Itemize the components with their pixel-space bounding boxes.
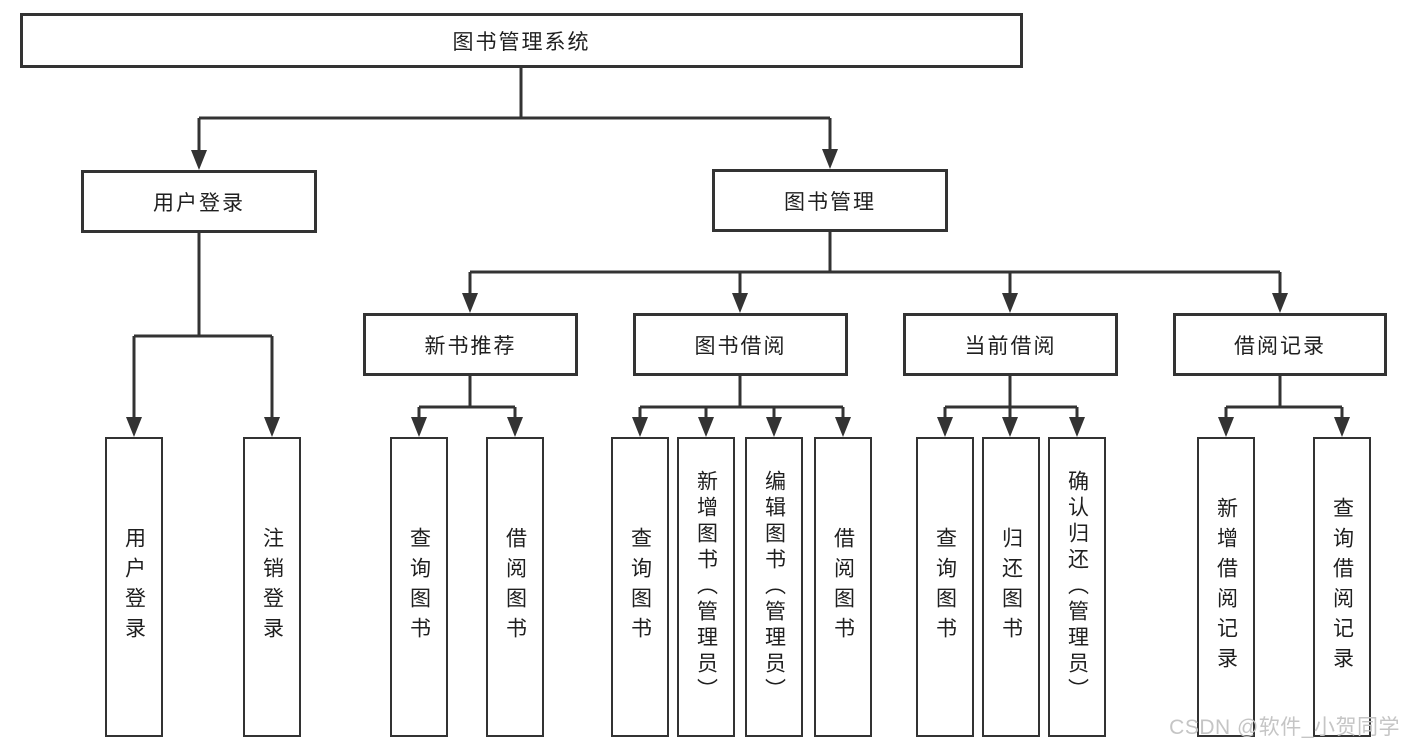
leaf-return-books: 归还图书 (982, 437, 1040, 737)
leaf-query-books-recommend: 查询图书 (390, 437, 448, 737)
node-library-system: 图书管理系统 (20, 13, 1023, 68)
node-user-login-branch: 用户登录 (81, 170, 317, 233)
leaf-borrow-books-borrowing-label: 借阅图书 (831, 527, 855, 647)
leaf-query-books-current: 查询图书 (916, 437, 974, 737)
leaf-return-books-label: 归还图书 (999, 527, 1023, 647)
leaf-borrow-books-recommend-label: 借阅图书 (503, 527, 527, 647)
leaf-add-borrow-record: 新增借阅记录 (1197, 437, 1255, 737)
node-borrowing-records: 借阅记录 (1173, 313, 1387, 376)
leaf-add-borrow-record-label: 新增借阅记录 (1214, 497, 1238, 677)
leaf-logout-label: 注销登录 (260, 527, 284, 647)
leaf-query-books-recommend-label: 查询图书 (407, 527, 431, 647)
node-book-management-branch: 图书管理 (712, 169, 948, 232)
leaf-confirm-return-admin: 确认归还（管理员） (1048, 437, 1106, 737)
leaf-add-books-admin: 新增图书（管理员） (677, 437, 735, 737)
leaf-add-books-admin-label: 新增图书（管理员） (694, 470, 718, 704)
leaf-user-login-label: 用户登录 (122, 527, 146, 647)
node-new-book-recommendation: 新书推荐 (363, 313, 578, 376)
leaf-query-books-borrowing: 查询图书 (611, 437, 669, 737)
leaf-query-borrow-record-label: 查询借阅记录 (1330, 497, 1354, 677)
leaf-user-login: 用户登录 (105, 437, 163, 737)
csdn-watermark: CSDN @软件_小贺同学 (1169, 716, 1400, 739)
node-book-borrowing: 图书借阅 (633, 313, 848, 376)
leaf-edit-books-admin-label: 编辑图书（管理员） (762, 470, 786, 704)
leaf-query-borrow-record: 查询借阅记录 (1313, 437, 1371, 737)
leaf-edit-books-admin: 编辑图书（管理员） (745, 437, 803, 737)
leaf-borrow-books-borrowing: 借阅图书 (814, 437, 872, 737)
leaf-confirm-return-admin-label: 确认归还（管理员） (1065, 470, 1089, 704)
node-current-borrowing: 当前借阅 (903, 313, 1118, 376)
leaf-query-books-current-label: 查询图书 (933, 527, 957, 647)
leaf-borrow-books-recommend: 借阅图书 (486, 437, 544, 737)
leaf-query-books-borrowing-label: 查询图书 (628, 527, 652, 647)
leaf-logout: 注销登录 (243, 437, 301, 737)
